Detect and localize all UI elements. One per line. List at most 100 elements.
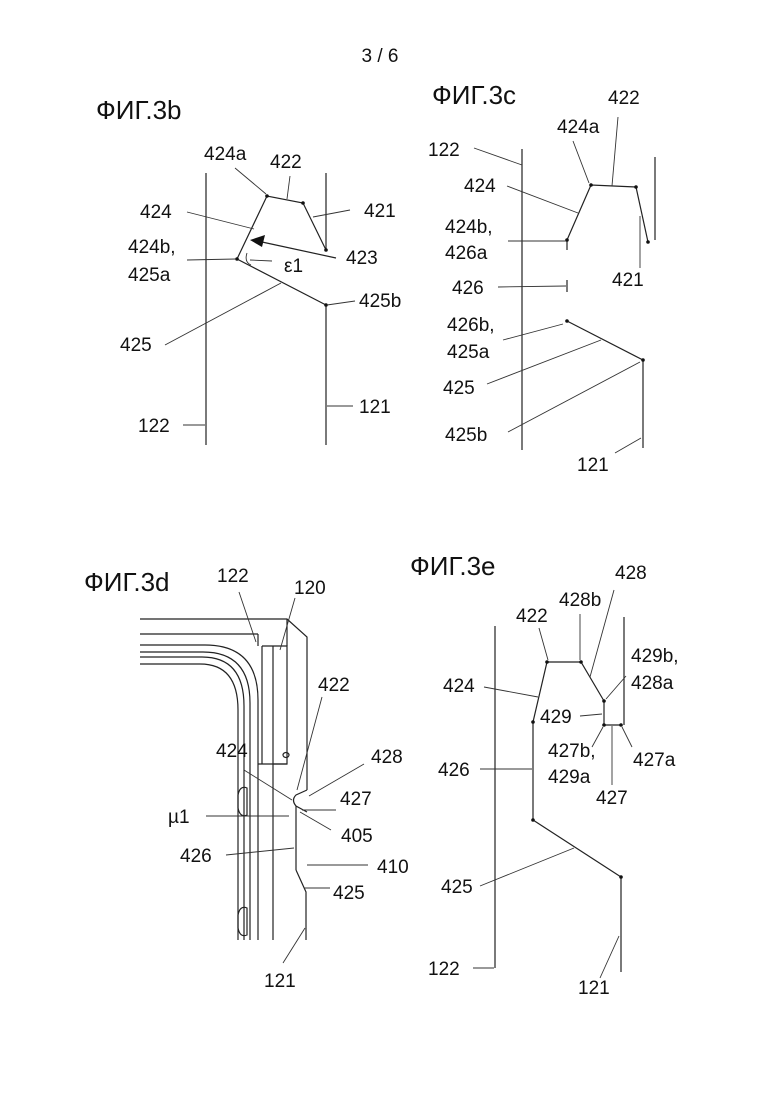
- fig3b-point: [301, 201, 305, 205]
- fig3e-label-425: 425: [441, 877, 473, 898]
- fig3e-profile-lower: [533, 820, 621, 877]
- fig3e-label-424: 424: [443, 676, 475, 697]
- fig3b-label-122: 122: [138, 416, 170, 437]
- fig3c-leader: [503, 324, 563, 340]
- page-number: 3 / 6: [362, 46, 399, 67]
- fig3d-hole: [283, 753, 289, 758]
- fig3b-label-424: 424: [140, 202, 172, 223]
- fig3e-leader: [539, 628, 548, 660]
- fig3b-leader: [250, 260, 272, 261]
- fig3e-point: [619, 723, 623, 727]
- fig3e-leader: [600, 936, 619, 978]
- fig3e-leader: [622, 727, 632, 747]
- fig3d-label-122: 122: [217, 566, 249, 587]
- fig3c-point: [589, 183, 593, 187]
- fig3b-label-425: 425: [120, 335, 152, 356]
- fig3d-curve-mid: [140, 652, 250, 940]
- fig3c-label-426b: 426b,: [447, 315, 495, 336]
- fig3e-label-426: 426: [438, 760, 470, 781]
- fig3b-point: [324, 248, 328, 252]
- figure-3e-title: ФИГ.3e: [410, 551, 496, 581]
- fig3b-label-423: 423: [346, 248, 378, 269]
- fig3b-leader: [165, 283, 281, 345]
- fig3b-label-121: 121: [359, 397, 391, 418]
- fig3e-leader: [580, 714, 602, 716]
- fig3c-point: [646, 240, 650, 244]
- fig3e-point: [602, 723, 606, 727]
- fig3c-label-425a: 425a: [447, 342, 490, 363]
- fig3b-label-425b: 425b: [359, 291, 401, 312]
- fig3e-point: [531, 818, 535, 822]
- fig3c-leader: [508, 362, 640, 432]
- fig3d-label-410: 410: [377, 857, 409, 878]
- fig3d-label-425: 425: [333, 883, 365, 904]
- fig3c-label-122: 122: [428, 140, 460, 161]
- fig3c-label-424b: 424b,: [445, 217, 493, 238]
- fig3b-label-e1: ε1: [284, 256, 303, 277]
- fig3b-arrowhead: [250, 235, 265, 247]
- fig3c-label-424a: 424a: [557, 117, 600, 138]
- fig3c-point: [641, 358, 645, 362]
- fig3c-profile-top: [567, 185, 648, 250]
- fig3c-label-424: 424: [464, 176, 496, 197]
- fig3b-label-422: 422: [270, 152, 302, 173]
- fig3c-label-426a: 426a: [445, 243, 488, 264]
- fig3e-point: [602, 699, 606, 703]
- fig3e-leader: [606, 676, 626, 699]
- fig3d-label-mu1: µ1: [168, 807, 190, 828]
- fig3c-leader: [498, 286, 566, 287]
- fig3e-label-121: 121: [578, 978, 610, 999]
- fig3d-curve-innermost: [140, 664, 238, 940]
- fig3e-point: [545, 660, 549, 664]
- fig3e-leader: [480, 848, 574, 886]
- fig3b-label-424b: 424b,: [128, 237, 176, 258]
- fig3c-leader: [487, 340, 601, 384]
- fig3b-leader: [287, 176, 290, 199]
- fig3c-leader: [507, 186, 578, 213]
- fig3d-curve-outer: [140, 645, 258, 940]
- fig3b-leader: [187, 259, 236, 260]
- fig3d-label-428: 428: [371, 747, 403, 768]
- fig3b-label-425a: 425a: [128, 265, 171, 286]
- fig3e-label-427a: 427a: [633, 750, 676, 771]
- fig3e-label-428: 428: [615, 563, 647, 584]
- fig3d-bolt-lower: [238, 907, 247, 935]
- figure-3e: ФИГ.3e 428 422 428b 429b: [410, 551, 679, 999]
- fig3d-leader: [226, 848, 294, 855]
- fig3e-label-429: 429: [540, 707, 572, 728]
- fig3c-leader: [573, 141, 589, 183]
- fig3b-point: [265, 194, 269, 198]
- fig3d-label-427: 427: [340, 789, 372, 810]
- fig3c-label-421: 421: [612, 270, 644, 291]
- fig3b-leader: [235, 168, 266, 194]
- fig3e-label-427b: 427b,: [548, 741, 596, 762]
- fig3c-point: [565, 319, 569, 323]
- fig3e-label-427: 427: [596, 788, 628, 809]
- fig3e-point: [619, 875, 623, 879]
- fig3d-label-424: 424: [216, 741, 248, 762]
- figure-3c-title: ФИГ.3c: [432, 80, 516, 110]
- fig3d-leader: [244, 770, 292, 800]
- fig3e-label-422: 422: [516, 606, 548, 627]
- fig3c-leader: [474, 148, 522, 165]
- fig3b-leader: [187, 212, 254, 229]
- fig3c-point: [634, 185, 638, 189]
- fig3d-leader: [300, 812, 331, 830]
- fig3d-label-426: 426: [180, 846, 212, 867]
- fig3c-leader: [615, 438, 641, 453]
- fig3b-label-421: 421: [364, 201, 396, 222]
- fig3e-label-429a: 429a: [548, 767, 591, 788]
- fig3b-leader: [313, 210, 350, 217]
- figure-3d: ФИГ.3d: [84, 566, 409, 992]
- fig3d-label-405: 405: [341, 826, 373, 847]
- fig3d-label-120: 120: [294, 578, 326, 599]
- fig3c-label-425b: 425b: [445, 425, 487, 446]
- figure-3c: ФИГ.3c 422 424a 122 424 424b, 4: [428, 80, 655, 476]
- fig3e-label-429b: 429b,: [631, 646, 679, 667]
- fig3c-label-121: 121: [577, 455, 609, 476]
- fig3d-label-121: 121: [264, 971, 296, 992]
- fig3e-point: [579, 660, 583, 664]
- figure-3d-title: ФИГ.3d: [84, 567, 170, 597]
- fig3b-leader: [327, 301, 355, 305]
